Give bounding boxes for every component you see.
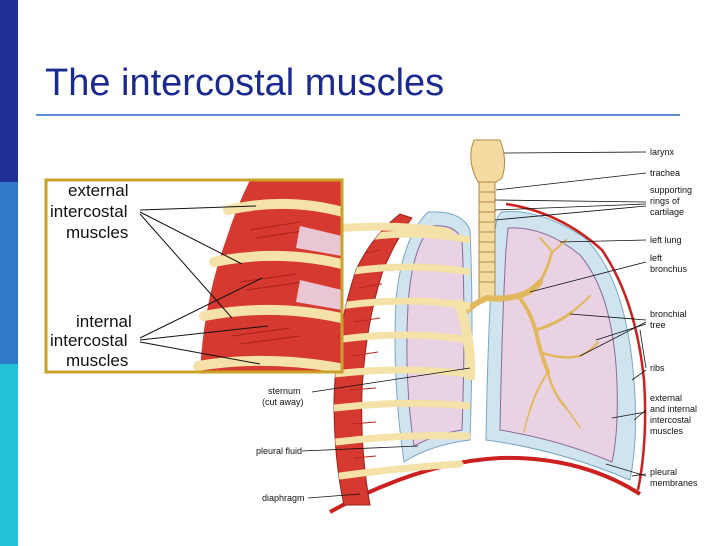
label-bronchial-tree-2: tree <box>650 320 666 330</box>
label-ext-int-4: muscles <box>650 426 684 436</box>
trachea <box>470 139 506 301</box>
inset-label-internal-2: intercostal <box>50 331 127 350</box>
label-bronchial-tree-1: bronchial <box>650 309 687 319</box>
label-ext-int-2: and internal <box>650 404 697 414</box>
inset-label-external-1: external <box>68 181 128 200</box>
side-stripe-bottom <box>0 364 18 546</box>
label-pleural-membranes-2: membranes <box>650 478 698 488</box>
label-left-lung: left lung <box>650 235 682 245</box>
inset-label-external-3: muscles <box>66 223 128 242</box>
title-underline <box>36 114 680 116</box>
inset-label-internal-1: internal <box>76 312 132 331</box>
label-ribs: ribs <box>650 363 665 373</box>
label-left-bronchus-1: left <box>650 253 663 263</box>
label-diaphragm: diaphragm <box>262 493 305 503</box>
inset-label-internal-3: muscles <box>66 351 128 370</box>
upper-rib <box>338 222 452 236</box>
label-pleural-fluid: pleural fluid <box>256 446 302 456</box>
left-lung <box>485 211 637 481</box>
label-pleural-membranes-1: pleural <box>650 467 677 477</box>
inset-leader-lines <box>139 205 269 365</box>
left-labels: sternum (cut away) pleural fluid diaphra… <box>256 386 305 503</box>
right-labels: larynx trachea supporting rings of carti… <box>650 147 698 488</box>
diaphragm <box>329 455 642 514</box>
chest-wall <box>333 213 476 506</box>
leader-lines <box>301 151 647 499</box>
label-trachea: trachea <box>650 168 680 178</box>
slide-title: The intercostal muscles <box>45 62 445 104</box>
inset-detail: external intercostal muscles internal in… <box>44 178 344 374</box>
label-ext-int-3: intercostal <box>650 415 691 425</box>
label-ext-int-1: external <box>650 393 682 403</box>
label-supporting-2: rings of <box>650 196 680 206</box>
side-stripe-top <box>0 0 18 182</box>
label-supporting-3: cartilage <box>650 207 684 217</box>
label-larynx: larynx <box>650 147 675 157</box>
label-supporting-1: supporting <box>650 185 692 195</box>
label-sternum-2: (cut away) <box>262 397 304 407</box>
pleural-membrane-line <box>505 202 647 491</box>
side-stripe-middle <box>0 182 18 364</box>
inset-label-external-2: intercostal <box>50 202 127 221</box>
label-sternum-1: sternum <box>268 386 301 396</box>
label-left-bronchus-2: bronchus <box>650 264 688 274</box>
